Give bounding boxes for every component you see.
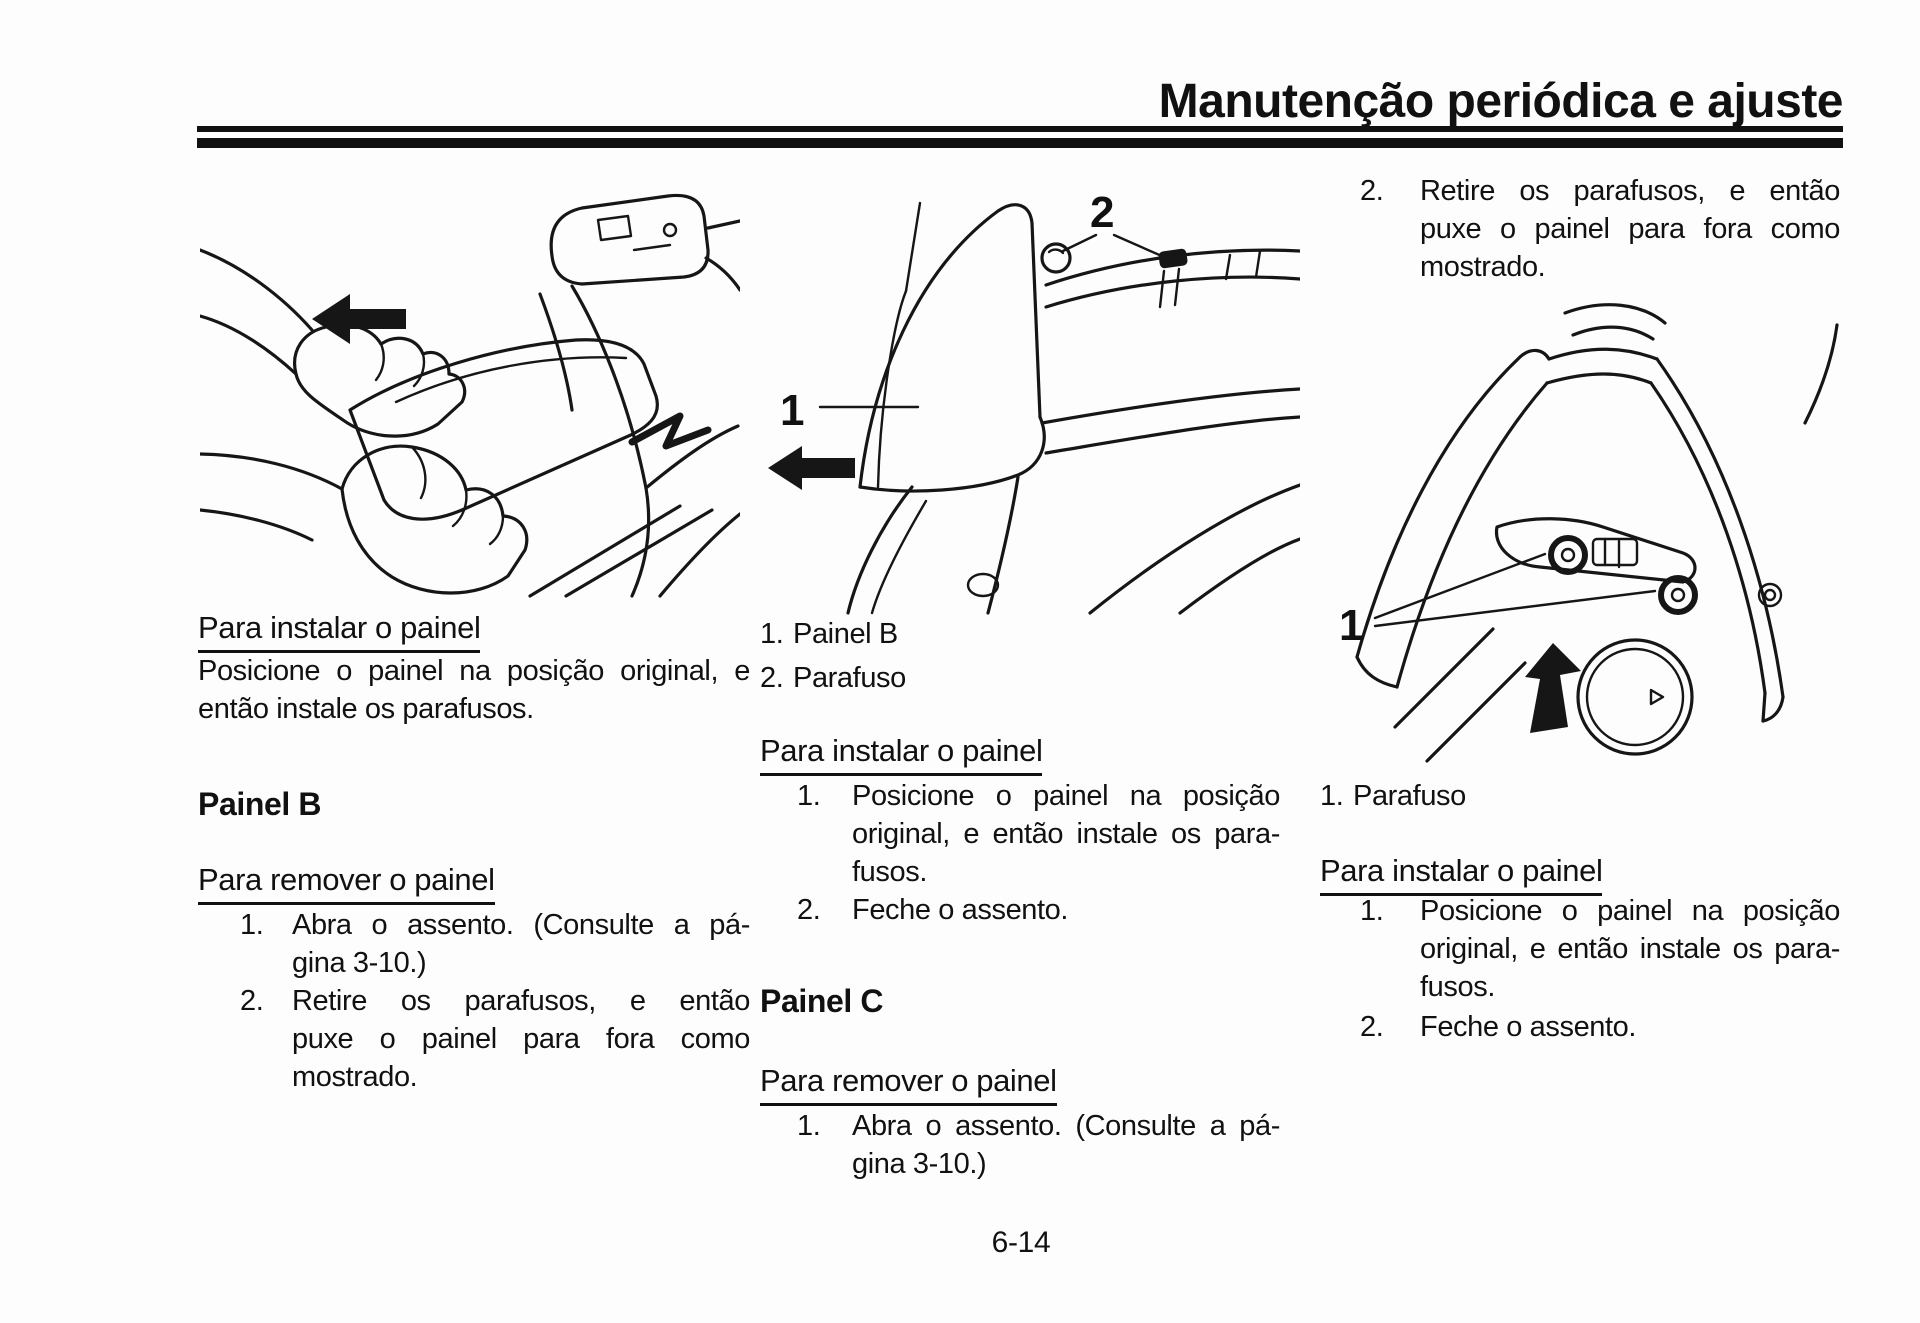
figure-panel-removal — [200, 158, 740, 598]
left-arrow-icon — [312, 294, 406, 344]
text-line: puxe o painel para fora como — [1420, 213, 1840, 245]
middle-legend-screw: 2.Parafuso — [760, 662, 906, 694]
text-line: Abra o assento. (Consulte a pá- — [852, 1110, 1280, 1142]
step-number: 1. — [797, 780, 821, 812]
left-install-paragraph: Posicione o painel na posição original, … — [198, 652, 750, 728]
figure-panel-b: 1 2 — [760, 155, 1300, 615]
text-line: puxe o painel para fora como — [292, 1023, 750, 1055]
middle-install-step-2: 2. Feche o assento. — [760, 891, 1280, 929]
text-line: original, e então instale os para- — [852, 818, 1280, 850]
left-panel-heading: Painel B — [198, 786, 322, 822]
step-number: 2. — [1360, 1011, 1384, 1043]
figure-label-screw: 2 — [1090, 188, 1114, 237]
text-line: Retire os parafusos, e então — [292, 985, 750, 1017]
left-install-heading: Para instalar o painel — [198, 610, 481, 653]
text-line: mostrado. — [292, 1061, 418, 1093]
text-line: fusos. — [852, 856, 927, 888]
right-remove-step-2: 2. Retire os parafusos, e então puxe o p… — [1320, 172, 1840, 286]
middle-legend-panel-b: 1.Painel B — [760, 618, 898, 650]
text-line: original, e então instale os para- — [1420, 933, 1840, 965]
header-rule-top — [197, 126, 1843, 132]
right-install-step-2: 2. Feche o assento. — [1320, 1008, 1840, 1046]
text-line: gina 3-10.) — [292, 947, 427, 979]
text-line: Feche o assento. — [852, 894, 1069, 926]
up-arrow-icon — [1525, 643, 1581, 733]
text-line: Retire os parafusos, e então — [1420, 175, 1840, 207]
left-arrow-icon — [768, 446, 855, 490]
text-line: Posicione o painel na posição — [852, 780, 1280, 812]
screw-icon — [1158, 248, 1188, 269]
left-remove-heading: Para remover o painel — [198, 862, 495, 905]
figure-label-panel-b: 1 — [780, 386, 804, 435]
step-number: 1. — [797, 1110, 821, 1142]
right-install-heading: Para instalar o painel — [1320, 853, 1603, 896]
header-rule-bottom — [197, 138, 1843, 148]
text-line: Abra o assento. (Consulte a pá- — [292, 909, 750, 941]
text-line: Posicione o painel na posição — [1420, 895, 1840, 927]
right-legend-screw: 1.Parafuso — [1320, 780, 1466, 812]
step-number: 2. — [797, 894, 821, 926]
page-number: 6-14 — [991, 1226, 1051, 1259]
figure-label-screw: 1 — [1339, 601, 1363, 650]
text-line: Posicione o painel na posição original, … — [198, 655, 750, 687]
middle-panel-heading: Painel C — [760, 983, 884, 1019]
text-line: Feche o assento. — [1420, 1011, 1637, 1043]
text-line: mostrado. — [1420, 251, 1546, 283]
left-remove-step-2: 2. Retire os parafusos, e então puxe o p… — [198, 982, 750, 1096]
left-remove-step-1: 1. Abra o assento. (Consulte a pá- gina … — [198, 906, 750, 982]
middle-install-heading: Para instalar o painel — [760, 733, 1043, 776]
middle-install-step-1: 1. Posicione o painel na posição origina… — [760, 777, 1280, 891]
step-number: 2. — [1360, 175, 1384, 207]
text-line: gina 3-10.) — [852, 1148, 987, 1180]
step-number: 1. — [240, 909, 264, 941]
figure-panel-c: 1 — [1335, 295, 1840, 775]
middle-remove-step-1: 1. Abra o assento. (Consulte a pá- gina … — [760, 1107, 1280, 1183]
text-line: fusos. — [1420, 971, 1495, 1003]
text-line: então instale os parafusos. — [198, 693, 534, 725]
middle-remove-heading: Para remover o painel — [760, 1063, 1057, 1106]
right-install-step-1: 1. Posicione o painel na posição origina… — [1320, 892, 1840, 1006]
step-number: 2. — [240, 985, 264, 1017]
step-number: 1. — [1360, 895, 1384, 927]
page-title: Manutenção periódica e ajuste — [1158, 75, 1844, 128]
